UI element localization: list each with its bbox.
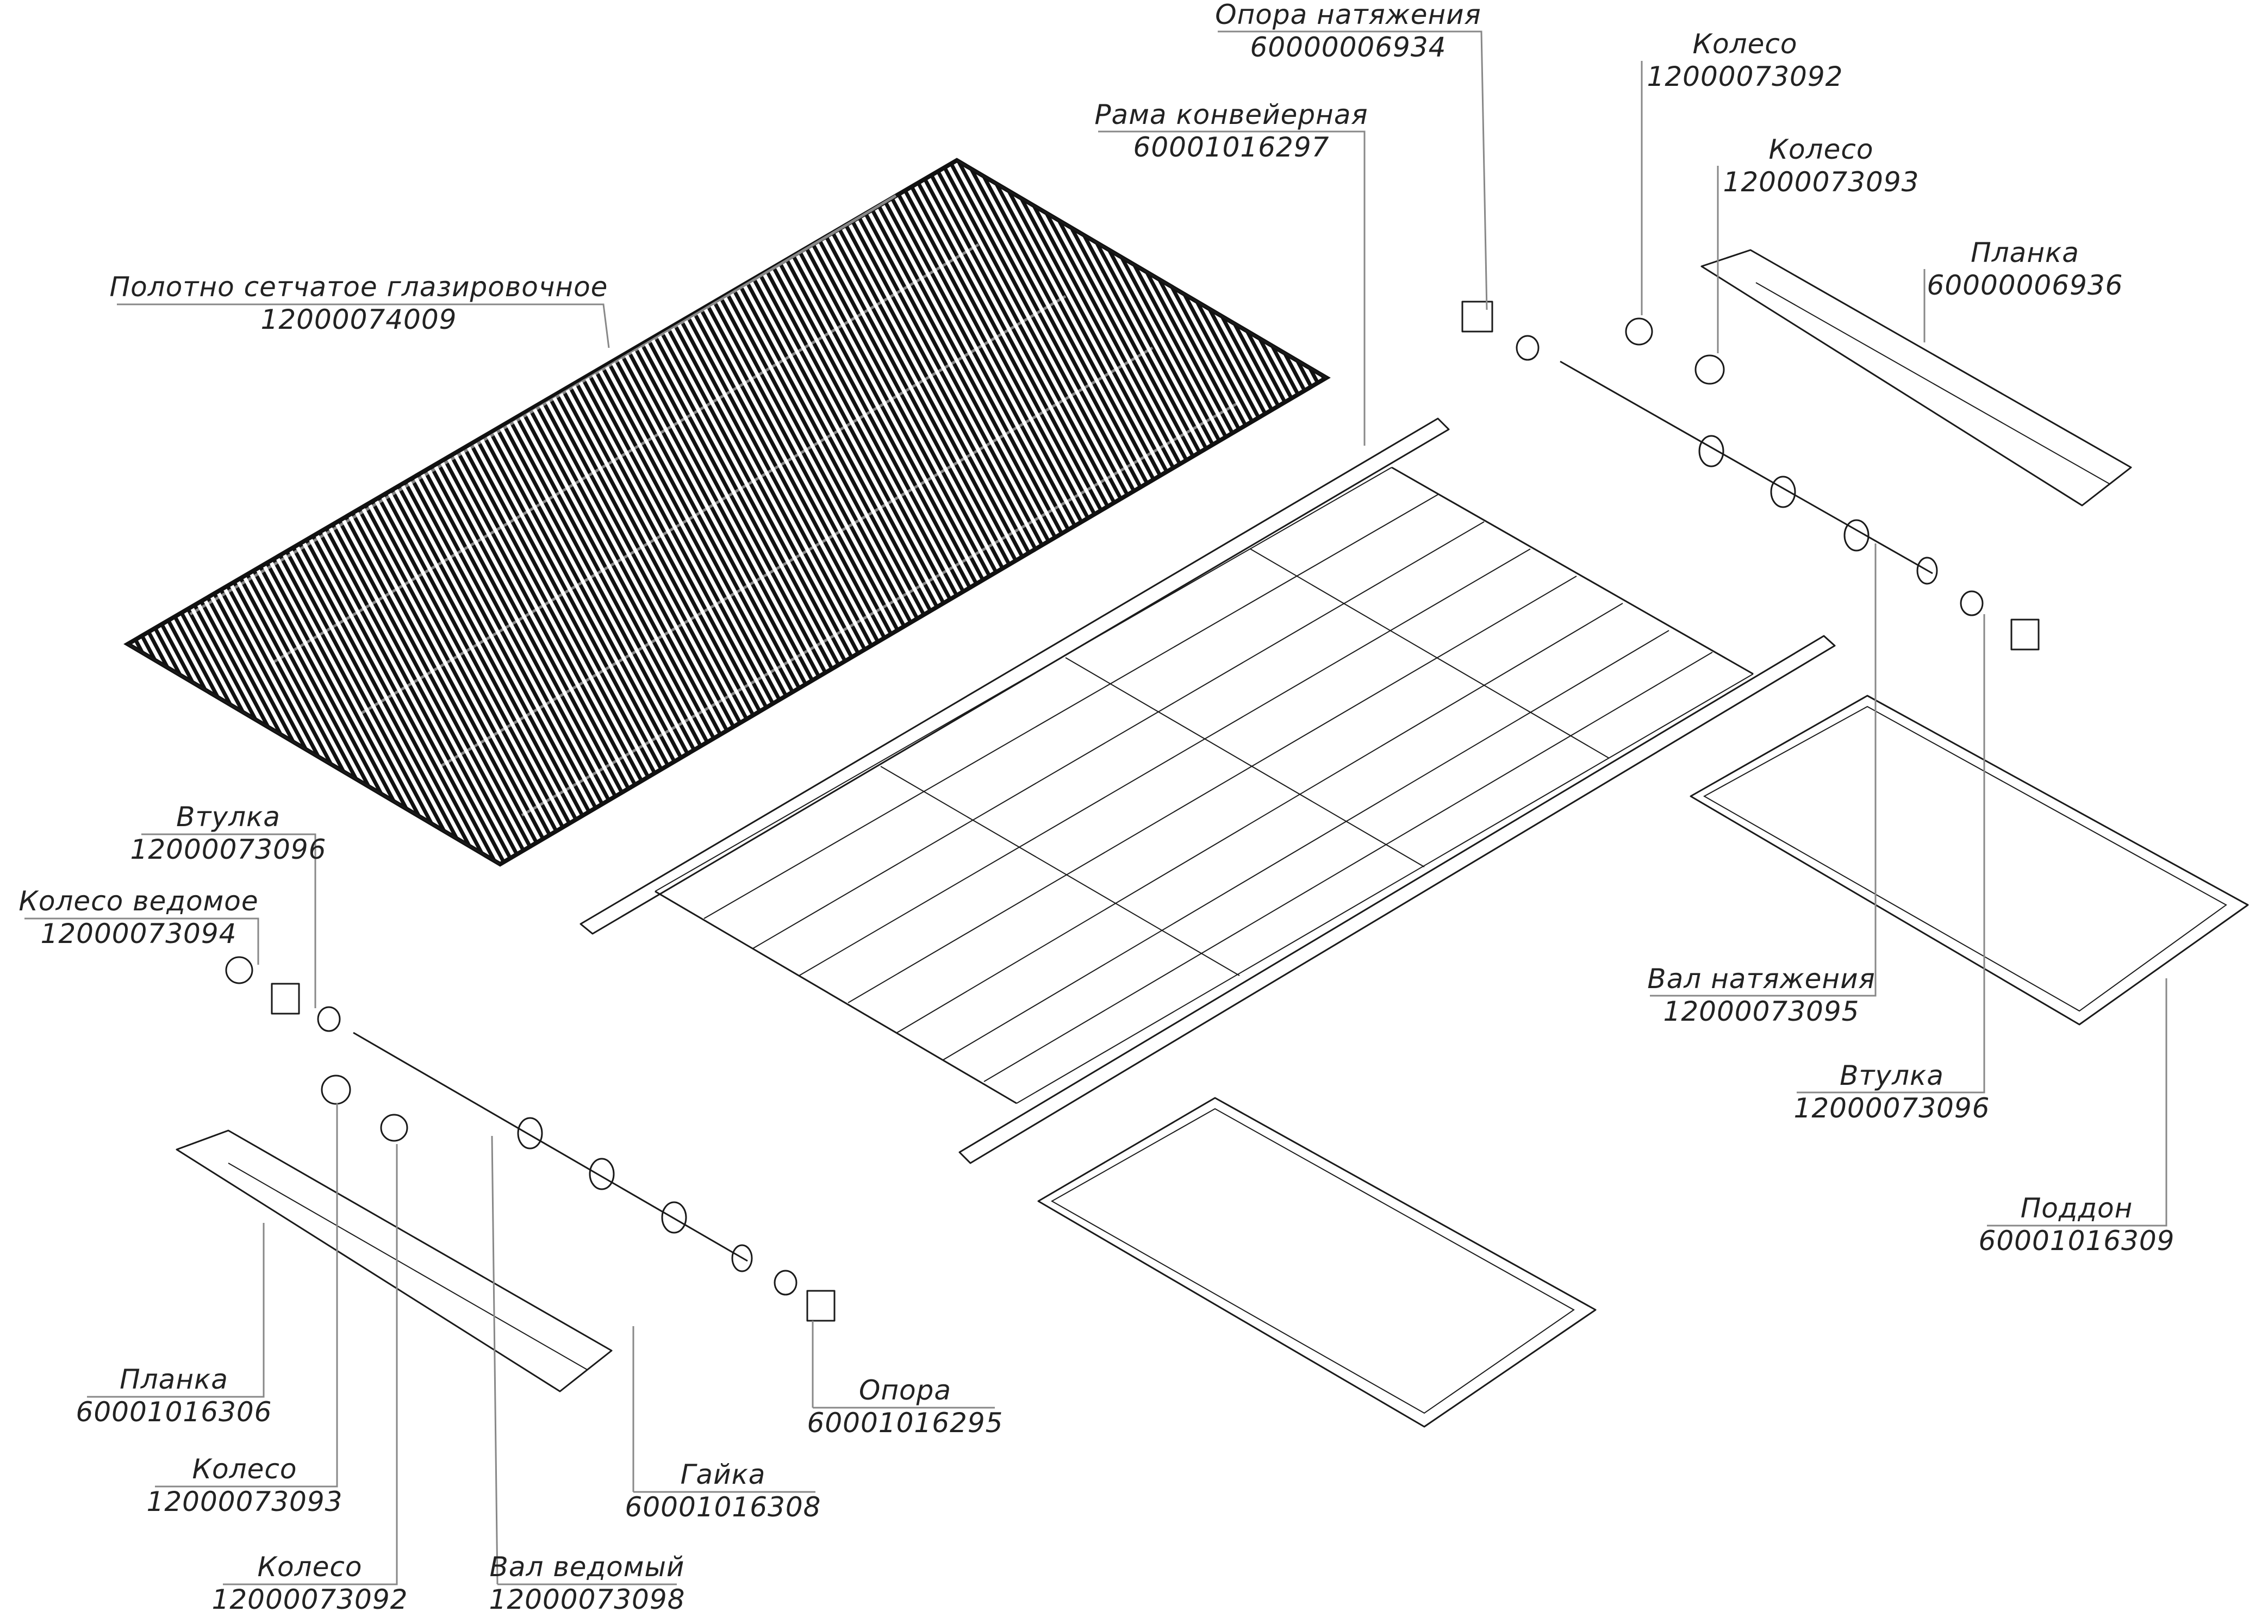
callout-nut-name: Гайка (681, 1459, 766, 1490)
callout-wheel-bot-1-name: Колесо (192, 1453, 297, 1485)
callout-wheel-bot-1: Колесо 12000073093 (147, 1453, 343, 1517)
callout-tray-code: 60001016309 (1979, 1225, 2175, 1257)
callout-bush-left: Втулка 12000073096 (130, 801, 327, 865)
mesh-belt (123, 158, 1331, 867)
callout-bar-top: Планка 60000006936 (1927, 237, 2123, 301)
callout-mesh-code: 12000074009 (261, 304, 457, 335)
callout-bush-left-code: 12000073096 (130, 834, 327, 865)
callout-wheel-bot-2-code: 12000073092 (212, 1584, 408, 1615)
callout-support: Опора 60001016295 (807, 1375, 1004, 1439)
callout-driven-shaft-code: 12000073098 (489, 1584, 686, 1615)
callout-tray-name: Поддон (2021, 1192, 2133, 1224)
callout-wheel-top-1-name: Колесо (1693, 28, 1798, 60)
tray-bottom (1037, 1097, 1597, 1428)
callout-tension-support-name: Опора натяжения (1215, 0, 1481, 30)
callout-tension-support: Опора натяжения 60000006934 (1215, 0, 1481, 63)
tray-right (1690, 695, 2249, 1026)
callout-nut: Гайка 60001016308 (625, 1459, 821, 1523)
callout-wheel-bot-2: Колесо 12000073092 (212, 1551, 408, 1615)
callout-driven-shaft: Вал ведомый 12000073098 (489, 1551, 686, 1615)
bar-bottom (176, 1129, 613, 1392)
callout-tension-shaft-code: 12000073095 (1663, 996, 1860, 1027)
conveyor-frame (580, 417, 1836, 1164)
callout-tray: Поддон 60001016309 (1979, 1192, 2175, 1257)
callout-wheel-top-2-name: Колесо (1769, 134, 1874, 165)
callout-bar-top-name: Планка (1971, 237, 2079, 268)
leader-lines (24, 30, 2167, 1585)
callout-driven-wheel-name: Колесо ведомое (18, 885, 258, 917)
callout-bar-bottom-name: Планка (120, 1364, 228, 1395)
callout-bush-left-name: Втулка (176, 801, 281, 833)
callout-wheel-bot-1-code: 12000073093 (147, 1486, 343, 1517)
bar-top (1700, 249, 2132, 507)
callout-frame-code: 60001016297 (1133, 132, 1330, 163)
callout-bush-right-code: 12000073096 (1794, 1092, 1990, 1124)
callout-support-name: Опора (859, 1375, 951, 1406)
callout-frame-name: Рама конвейерная (1094, 99, 1368, 130)
callout-tension-shaft-name: Вал натяжения (1647, 963, 1875, 995)
callout-frame: Рама конвейерная 60001016297 (1094, 99, 1368, 163)
callout-bush-right-name: Втулка (1840, 1060, 1944, 1091)
tension-shaft-assembly (1461, 301, 2040, 651)
callout-driven-shaft-name: Вал ведомый (490, 1551, 685, 1583)
callout-wheel-top-2-code: 12000073093 (1723, 166, 1920, 198)
callout-wheel-top-2: Колесо 12000073093 (1723, 134, 1920, 198)
callout-tension-shaft: Вал натяжения 12000073095 (1647, 963, 1875, 1027)
callout-wheel-bot-2-name: Колесо (258, 1551, 363, 1583)
callout-mesh: Полотно сетчатое глазировочное 120000740… (110, 271, 608, 335)
callout-bar-bottom: Планка 60001016306 (76, 1364, 272, 1428)
callout-wheel-top-1: Колесо 12000073092 (1647, 28, 1843, 92)
driven-shaft-assembly (225, 956, 836, 1322)
callout-bar-top-code: 60000006936 (1927, 270, 2123, 301)
callout-support-code: 60001016295 (807, 1407, 1004, 1439)
callout-tension-support-code: 60000006934 (1250, 32, 1447, 63)
callout-bar-bottom-code: 60001016306 (76, 1396, 272, 1428)
callout-nut-code: 60001016308 (625, 1491, 821, 1523)
callout-wheel-top-1-code: 12000073092 (1647, 61, 1843, 92)
callout-mesh-name: Полотно сетчатое глазировочное (110, 271, 608, 303)
callout-driven-wheel: Колесо ведомое 12000073094 (18, 885, 258, 950)
callout-driven-wheel-code: 12000073094 (41, 918, 237, 950)
callout-bush-right: Втулка 12000073096 (1794, 1060, 1990, 1124)
